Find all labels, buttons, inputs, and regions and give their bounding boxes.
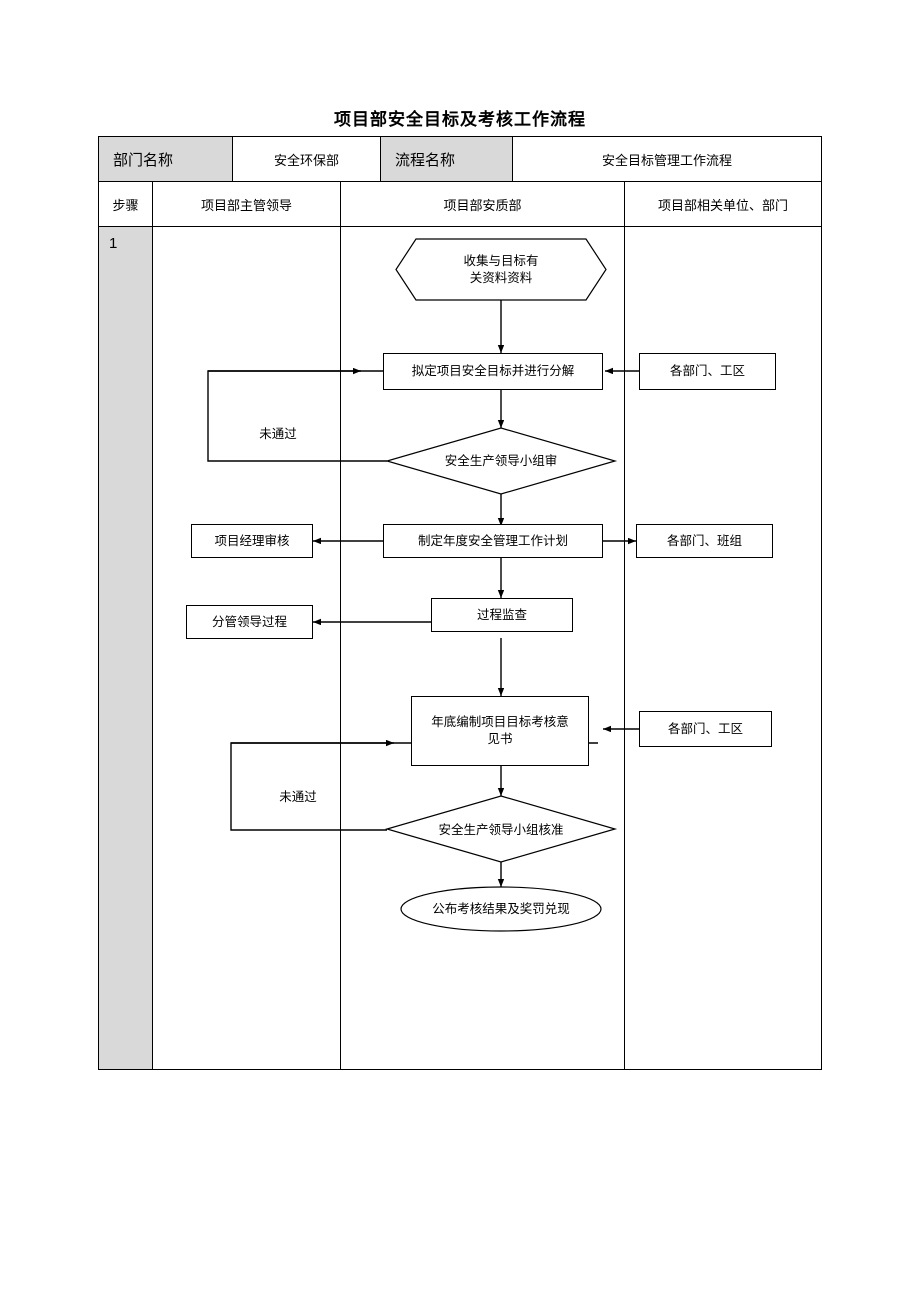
leader-column-cell (153, 227, 341, 1069)
step-number-cell: 1 (99, 227, 153, 1069)
process-table: 部门名称 安全环保部 流程名称 安全目标管理工作流程 步骤 项目部主管领导 项目… (98, 136, 822, 1070)
col-header-safety-dept: 项目部安质部 (341, 182, 625, 227)
related-units-column-cell (625, 227, 821, 1069)
process-name-value: 安全目标管理工作流程 (513, 137, 821, 182)
col-header-related-units: 项目部相关单位、部门 (625, 182, 821, 227)
dept-name-label: 部门名称 (99, 137, 233, 182)
dept-name-value: 安全环保部 (233, 137, 381, 182)
process-name-label: 流程名称 (381, 137, 513, 182)
safety-dept-column-cell (341, 227, 625, 1069)
col-header-step: 步骤 (99, 182, 153, 227)
page-title: 项目部安全目标及考核工作流程 (334, 110, 586, 129)
col-header-leader: 项目部主管领导 (153, 182, 341, 227)
